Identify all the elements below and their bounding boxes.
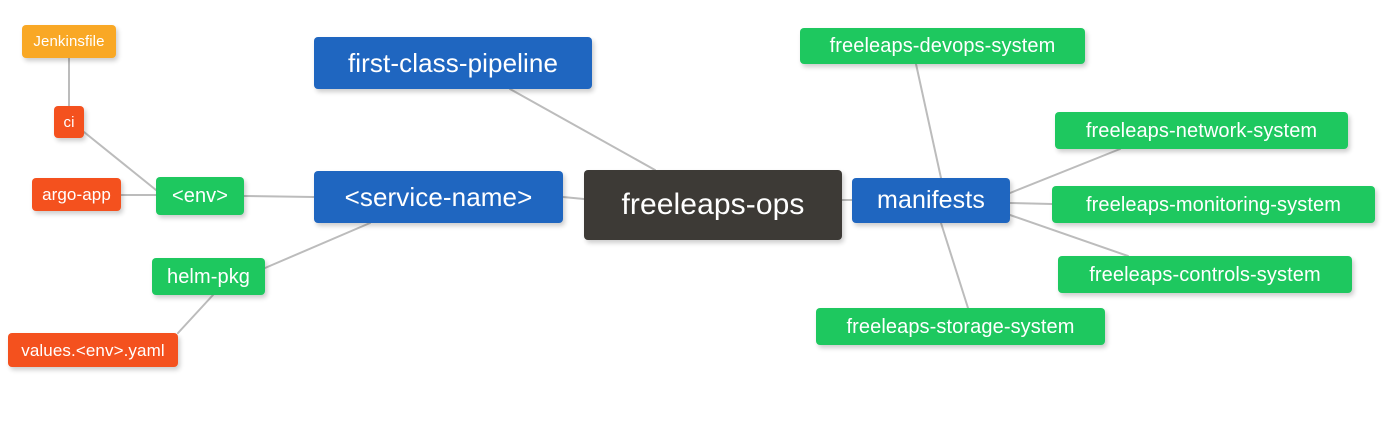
node-label-freeleaps-storage-system: freeleaps-storage-system (846, 315, 1075, 338)
node-freeleaps-network-system[interactable]: freeleaps-network-system (1055, 112, 1348, 149)
node-label-freeleaps-controls-system: freeleaps-controls-system (1089, 263, 1321, 286)
node-freeleaps-controls-system[interactable]: freeleaps-controls-system (1058, 256, 1352, 293)
edge-manifests-to-freeleaps-storage-system (940, 222, 969, 309)
node-label-manifests: manifests (877, 186, 985, 214)
edge-helm-pkg-to-service-name (264, 222, 371, 269)
node-freeleaps-ops[interactable]: freeleaps-ops (584, 170, 842, 240)
node-argo-app[interactable]: argo-app (32, 178, 121, 211)
edge-manifests-to-freeleaps-devops-system (915, 63, 942, 179)
node-freeleaps-monitoring-system[interactable]: freeleaps-monitoring-system (1052, 186, 1375, 223)
node-label-freeleaps-ops: freeleaps-ops (621, 188, 805, 221)
node-helm-pkg[interactable]: helm-pkg (152, 258, 265, 295)
node-jenkinsfile[interactable]: Jenkinsfile (22, 25, 116, 58)
node-label-jenkinsfile: Jenkinsfile (33, 33, 105, 50)
node-label-ci: ci (63, 113, 75, 131)
node-label-argo-app: argo-app (42, 185, 111, 204)
node-freeleaps-storage-system[interactable]: freeleaps-storage-system (816, 308, 1105, 345)
node-env[interactable]: <env> (156, 177, 244, 215)
edge-manifests-to-freeleaps-monitoring-system (1009, 202, 1053, 205)
node-values-env-yaml[interactable]: values.<env>.yaml (8, 333, 178, 367)
node-service-name[interactable]: <service-name> (314, 171, 563, 223)
node-label-env: <env> (171, 185, 229, 207)
node-ci[interactable]: ci (54, 106, 84, 138)
node-label-freeleaps-monitoring-system: freeleaps-monitoring-system (1085, 193, 1341, 216)
node-label-freeleaps-devops-system: freeleaps-devops-system (829, 35, 1056, 57)
node-label-first-class-pipeline: first-class-pipeline (347, 48, 559, 78)
node-label-freeleaps-network-system: freeleaps-network-system (1085, 119, 1318, 142)
node-first-class-pipeline[interactable]: first-class-pipeline (314, 37, 592, 89)
node-label-values-env-yaml: values.<env>.yaml (21, 340, 165, 360)
edge-service-name-to-freeleaps-ops (562, 196, 585, 200)
node-label-helm-pkg: helm-pkg (166, 265, 251, 288)
node-freeleaps-devops-system[interactable]: freeleaps-devops-system (800, 28, 1085, 64)
edge-first-class-pipeline-to-freeleaps-ops (509, 88, 656, 171)
edge-values-env-yaml-to-helm-pkg (177, 294, 214, 334)
edge-env-to-service-name (243, 195, 315, 198)
node-manifests[interactable]: manifests (852, 178, 1010, 223)
node-label-service-name: <service-name> (344, 182, 533, 212)
